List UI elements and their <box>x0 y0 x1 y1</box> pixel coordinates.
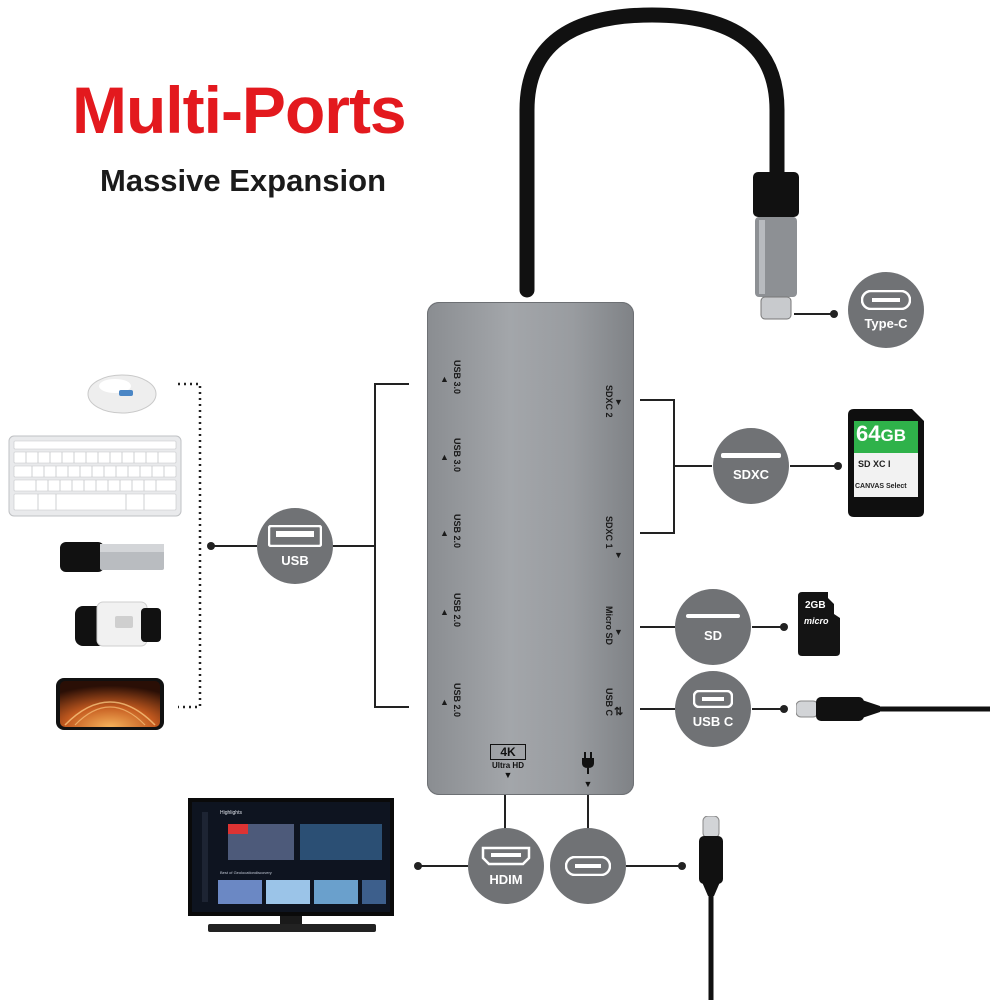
type-c-port-icon <box>565 856 611 876</box>
down-arrow-icon: ▼ <box>614 550 623 560</box>
tv-highlights-heading: Highlights <box>220 810 242 816</box>
usb-flash-drive-icon <box>60 540 166 579</box>
micro-sd-logo: micro <box>804 616 829 626</box>
up-arrow-icon: ▲ <box>440 607 449 617</box>
bidirectional-arrow-icon: ⇅ <box>614 706 624 718</box>
keyboard-icon <box>8 435 182 522</box>
pd-badge <box>550 828 626 904</box>
usb-a-port-icon <box>268 524 322 547</box>
sdxc-badge: SDXC <box>713 428 789 504</box>
sd-card-body <box>848 409 924 517</box>
micro-sd-body <box>798 592 840 656</box>
port-power: ▼ <box>576 752 600 789</box>
hdmi-badge: HDIM <box>468 828 544 904</box>
port-label: USB 3.0 <box>452 360 462 395</box>
ultra-hd-mark: Ultra HD <box>491 761 524 770</box>
hdmi-port-icon <box>481 846 531 865</box>
up-arrow-icon: ▲ <box>440 374 449 384</box>
port-usb-2-0-b: ▲ <box>440 607 449 617</box>
mouse-icon <box>85 370 159 421</box>
power-plug-icon <box>582 752 594 774</box>
port-usb-3-0-b: ▲ <box>440 452 449 462</box>
port-label: SDXC 1 <box>604 516 614 549</box>
up-arrow-icon: ▲ <box>440 697 449 707</box>
sd-card-icon: 64GB SD XC I CANVAS Select <box>848 409 924 517</box>
tv-row-label: Best of Geolocationdiscovery <box>220 870 272 875</box>
port-label: USB 3.0 <box>452 438 462 473</box>
card-reader-icon <box>75 600 163 653</box>
tv-icon: Highlights Best of Geolocationdiscovery <box>188 798 395 934</box>
port-label: SDXC 2 <box>604 385 614 418</box>
type-c-plug-icon <box>750 172 802 322</box>
up-arrow-icon: ▲ <box>440 452 449 462</box>
micro-sd-capacity: 2GB <box>805 600 826 611</box>
usb-c-port-icon <box>693 689 733 708</box>
usb-c-cable-icon <box>795 694 886 729</box>
port-label: USB 2.0 <box>452 593 462 628</box>
usb-badge: USB <box>257 508 333 584</box>
port-label: USB 2.0 <box>452 683 462 718</box>
port-sdxc-2: ▼ <box>614 397 623 407</box>
sd-card-unit: GB <box>880 426 906 445</box>
port-usb-c: ⇅ <box>614 705 623 718</box>
sd-card-mark: SD XC I <box>858 459 891 469</box>
4k-mark: 4K <box>490 744 526 760</box>
port-usb-3-0-a: ▲ <box>440 374 449 384</box>
port-label: USB 2.0 <box>452 514 462 549</box>
usb-c-cable-icon <box>696 815 726 901</box>
micro-sd-card-icon: 2GB micro <box>798 592 840 656</box>
down-arrow-icon: ▼ <box>614 397 623 407</box>
sd-badge: SD <box>675 589 751 665</box>
down-arrow-icon: ▼ <box>503 770 513 780</box>
up-arrow-icon: ▲ <box>440 528 449 538</box>
usb-c-badge: USB C <box>675 671 751 747</box>
port-label: USB C <box>604 688 614 717</box>
sd-card-brand: CANVAS Select <box>855 483 907 490</box>
sd-slot-icon <box>721 452 781 458</box>
down-arrow-icon: ▼ <box>583 779 593 789</box>
port-hdmi-4k: 4K Ultra HD ▼ <box>490 744 526 780</box>
type-c-port-icon <box>861 289 911 310</box>
usb-c-hub <box>427 302 634 795</box>
port-label: Micro SD <box>604 606 614 646</box>
port-usb-2-0-a: ▲ <box>440 528 449 538</box>
port-sdxc-1: ▼ <box>614 550 623 560</box>
tv-frame <box>188 798 394 932</box>
port-micro-sd: ▼ <box>614 627 623 637</box>
headline: Multi-Ports <box>72 73 407 147</box>
sd-card-capacity: 64 <box>856 421 881 446</box>
port-usb-2-0-c: ▲ <box>440 697 449 707</box>
micro-sd-slot-icon <box>686 613 740 618</box>
type-c-badge: Type-C <box>848 272 924 348</box>
down-arrow-icon: ▼ <box>614 627 623 637</box>
smartphone-icon <box>55 677 165 736</box>
subheadline: Massive Expansion <box>100 163 387 198</box>
